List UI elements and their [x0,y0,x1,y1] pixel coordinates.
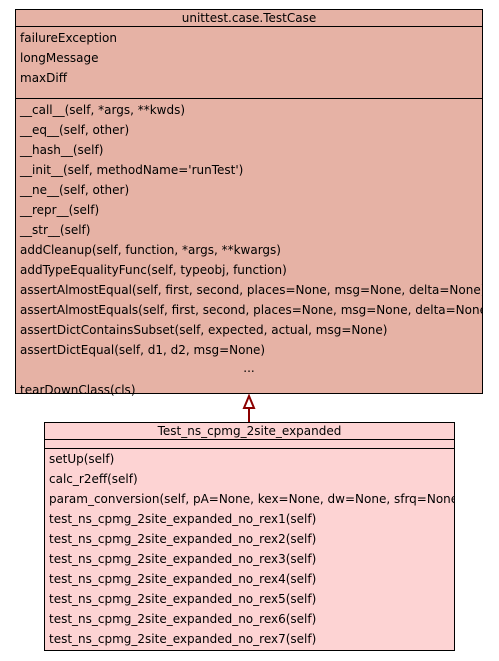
derived-class-name: Test_ns_cpmg_2site_expanded [45,423,454,440]
base-class-box[interactable]: unittest.case.TestCase failureException … [15,9,483,397]
method-item: tearDownClass(cls) [20,383,136,397]
base-class-name: unittest.case.TestCase [16,10,482,27]
method-item: assertDictContainsSubset(self, expected,… [20,323,388,337]
method-item: calc_r2eff(self) [49,472,138,486]
inheritance-arrowhead [242,393,256,409]
method-item: __str__(self) [20,223,91,237]
base-class-methods: __call__(self, *args, **kwds) __eq__(sel… [16,99,482,400]
ellipsis: ... [243,361,255,375]
method-item: __call__(self, *args, **kwds) [20,103,186,117]
method-item: test_ns_cpmg_2site_expanded_no_rex5(self… [49,592,317,606]
method-item: assertAlmostEquals(self, first, second, … [20,303,482,317]
method-item: test_ns_cpmg_2site_expanded_no_rex4(self… [49,572,317,586]
derived-class-methods: setUp(self) calc_r2eff(self) param_conve… [45,449,454,649]
method-item: __repr__(self) [20,203,100,217]
method-item: addTypeEqualityFunc(self, typeobj, funct… [20,263,287,277]
derived-class-attributes [45,440,454,449]
method-item: assertAlmostEqual(self, first, second, p… [20,283,482,297]
base-class-attributes: failureException longMessage maxDiff [16,27,482,99]
derived-class-box[interactable]: Test_ns_cpmg_2site_expanded setUp(self) … [44,422,455,651]
method-item: test_ns_cpmg_2site_expanded_no_rex1(self… [49,512,317,526]
attribute-item: failureException [20,31,117,45]
method-item: test_ns_cpmg_2site_expanded_no_rex2(self… [49,532,317,546]
method-item: test_ns_cpmg_2site_expanded_no_rex7(self… [49,632,317,646]
method-item: assertDictEqual(self, d1, d2, msg=None) [20,343,266,357]
method-item: __ne__(self, other) [20,183,130,197]
method-item: __init__(self, methodName='runTest') [20,163,244,177]
method-item: addCleanup(self, function, *args, **kwar… [20,243,281,257]
method-item: __eq__(self, other) [20,123,130,137]
method-item: setUp(self) [49,452,115,466]
method-item: test_ns_cpmg_2site_expanded_no_rex6(self… [49,612,317,626]
attribute-item: longMessage [20,51,99,65]
method-item: __hash__(self) [20,143,104,157]
attribute-item: maxDiff [20,71,67,85]
method-item: test_ns_cpmg_2site_expanded_no_rex3(self… [49,552,317,566]
method-item: param_conversion(self, pA=None, kex=None… [49,492,454,506]
